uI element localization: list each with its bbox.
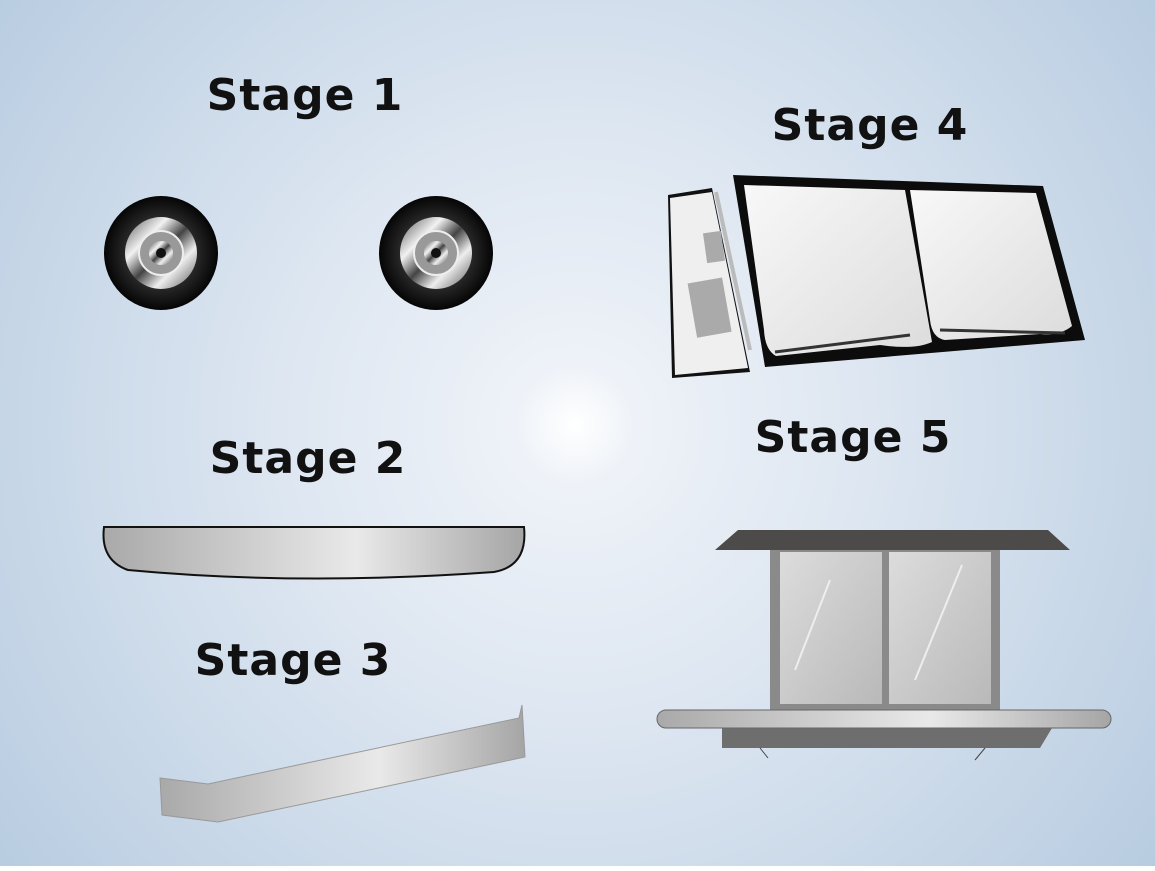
stage-3-label: Stage 3 xyxy=(195,635,392,686)
cabin xyxy=(656,530,1112,761)
skirt-panel xyxy=(159,704,526,823)
wheel-right xyxy=(379,196,493,310)
windshield-assembly xyxy=(668,175,1085,378)
stage-2-label: Stage 2 xyxy=(210,433,407,484)
stage-1-label: Stage 1 xyxy=(207,70,404,121)
stage-4-label: Stage 4 xyxy=(772,100,969,151)
wheel-left xyxy=(104,196,218,310)
stage-5-label: Stage 5 xyxy=(755,412,952,463)
bumper xyxy=(102,526,526,580)
